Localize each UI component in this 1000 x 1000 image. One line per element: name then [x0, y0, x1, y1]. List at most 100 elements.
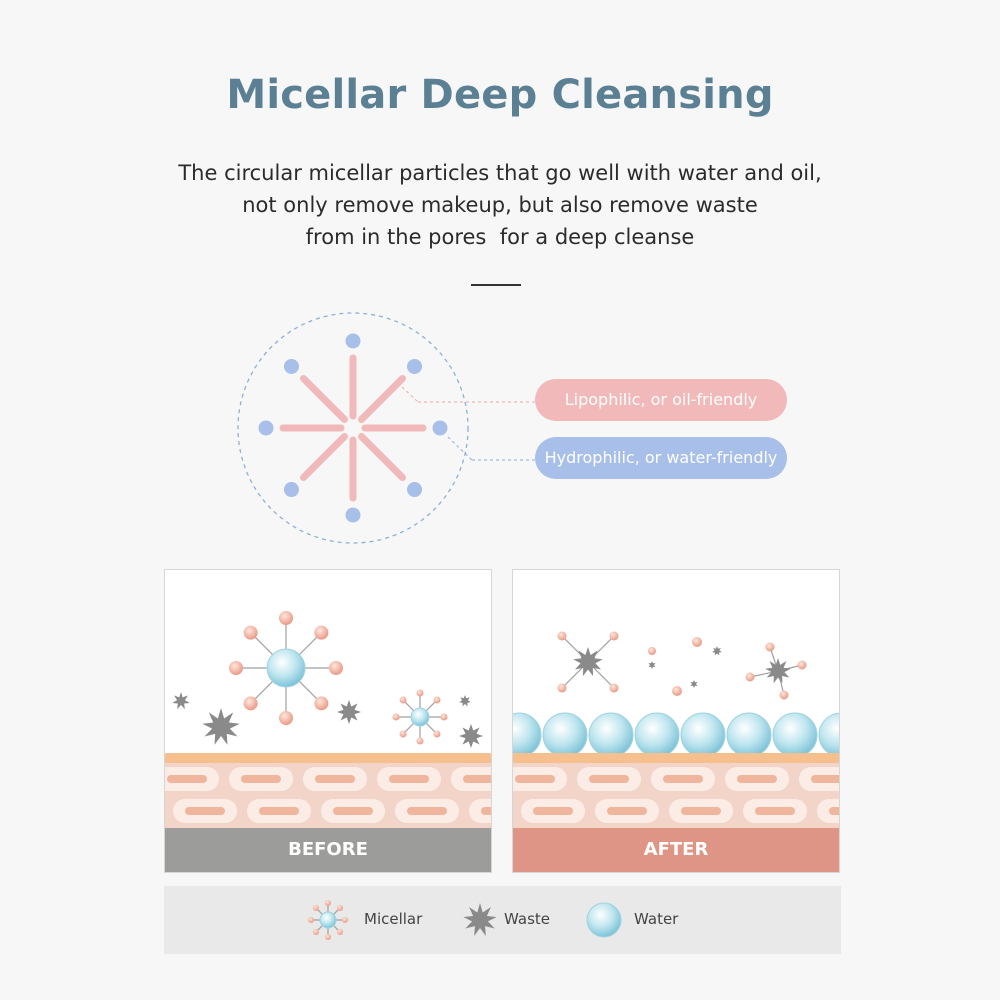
- micellar-head: [648, 647, 656, 655]
- page-title: Micellar Deep Cleansing: [226, 72, 774, 118]
- waste-particle: [765, 658, 791, 684]
- micellar-head: [312, 904, 319, 911]
- hydrophilic-head: [283, 482, 299, 498]
- micellar-head: [416, 737, 424, 745]
- water-droplet: [680, 712, 726, 758]
- skin-surface: [165, 753, 491, 763]
- legend: Micellar Waste Water: [164, 886, 841, 954]
- micelle-boundary: [237, 312, 469, 544]
- after-illustration: [513, 631, 839, 830]
- hydrophilic-head: [432, 420, 448, 436]
- waste-particle: [712, 646, 722, 656]
- waste-particle: [202, 708, 240, 745]
- skin-cell-core: [755, 807, 795, 815]
- skin-cell-core: [185, 807, 225, 815]
- water-droplet: [634, 712, 680, 758]
- micellar-head: [279, 611, 293, 625]
- skin-cell-core: [333, 807, 373, 815]
- micellar-icon-shape: [308, 900, 348, 940]
- skin-cell-core: [811, 775, 839, 783]
- waste-icon: [463, 903, 497, 936]
- micellar-head: [329, 661, 343, 675]
- skin-cell-core: [663, 775, 703, 783]
- micelle-arms: [258, 333, 448, 523]
- description-line-1: The circular micellar particles that go …: [178, 161, 822, 185]
- skin-cell-core: [407, 807, 447, 815]
- before-illustration: [165, 611, 491, 830]
- micellar-head: [337, 929, 344, 936]
- micellar-head: [557, 683, 567, 693]
- waste-particle: [573, 647, 603, 677]
- micellar-head: [399, 730, 407, 738]
- waste-particle: [172, 692, 190, 710]
- micellar-core: [410, 707, 430, 727]
- skin-surface: [513, 753, 839, 763]
- micellar-head: [308, 917, 314, 923]
- water-droplet: [772, 712, 818, 758]
- lipophilic-tail: [300, 375, 349, 424]
- before-label: BEFORE: [165, 828, 491, 872]
- micellar-head: [243, 696, 258, 711]
- hydrophilic-head: [258, 420, 274, 436]
- hydrophilic-head: [407, 482, 423, 498]
- lipo-connector: [401, 386, 419, 403]
- after-label: AFTER: [513, 828, 839, 872]
- waste-particle: [690, 680, 698, 688]
- micellar-head: [312, 929, 319, 936]
- micellar-head: [440, 713, 448, 721]
- micellar-head: [433, 730, 441, 738]
- micellar-particle-small: [392, 689, 448, 745]
- micellar-head: [229, 661, 243, 675]
- micellar-head: [314, 696, 329, 711]
- skin-cell-core: [389, 775, 429, 783]
- micellar-icon: [308, 900, 348, 940]
- waste-particle: [459, 724, 483, 748]
- micellar-head: [779, 690, 789, 700]
- waste-icon-shape: [463, 903, 497, 936]
- micellar-head: [279, 711, 293, 725]
- micellar-head: [797, 660, 807, 670]
- skin-cell-core: [259, 807, 299, 815]
- lipophilic-label: Lipophilic, or oil-friendly: [535, 379, 787, 421]
- legend-water-label: Water: [634, 910, 679, 928]
- water-icon-shape: [586, 902, 622, 938]
- skin-cell-core: [463, 775, 491, 783]
- waste-particle: [648, 661, 656, 669]
- water-droplet: [726, 712, 772, 758]
- micellar-head: [609, 631, 619, 641]
- divider: [471, 284, 521, 286]
- micellar-head: [765, 642, 775, 652]
- before-panel: BEFORE: [164, 569, 492, 873]
- skin-cell-core: [607, 807, 647, 815]
- micellar-head: [692, 637, 702, 647]
- skin-cell-core: [167, 775, 207, 783]
- skin-cell-core: [241, 775, 281, 783]
- micelle-diagram: [237, 312, 535, 544]
- skin-cell: [469, 799, 491, 823]
- micellar-head: [325, 934, 331, 940]
- skin-cell-core: [737, 775, 777, 783]
- micellar-head: [314, 625, 329, 640]
- water-droplet: [542, 712, 588, 758]
- skin-cell-core: [681, 807, 721, 815]
- lipophilic-tail: [300, 432, 349, 481]
- micellar-head: [325, 900, 331, 906]
- waste-particle: [337, 700, 361, 724]
- micellar-core: [319, 911, 337, 929]
- micellar-particle-large: [229, 611, 343, 725]
- water-droplet: [513, 712, 542, 758]
- micellar-head: [416, 689, 424, 697]
- skin-cell-core: [515, 775, 555, 783]
- micellar-head: [399, 696, 407, 704]
- hydrophilic-head: [283, 358, 299, 374]
- hydrophilic-head: [407, 358, 423, 374]
- micellar-head: [745, 672, 755, 682]
- water-droplet: [588, 712, 634, 758]
- micellar-head: [557, 631, 567, 641]
- skin-cell: [817, 799, 839, 823]
- skin-cell-core: [315, 775, 355, 783]
- micellar-head: [243, 625, 258, 640]
- legend-micellar-label: Micellar: [364, 910, 423, 928]
- lipophilic-tail: [357, 432, 406, 481]
- micellar-head: [392, 713, 400, 721]
